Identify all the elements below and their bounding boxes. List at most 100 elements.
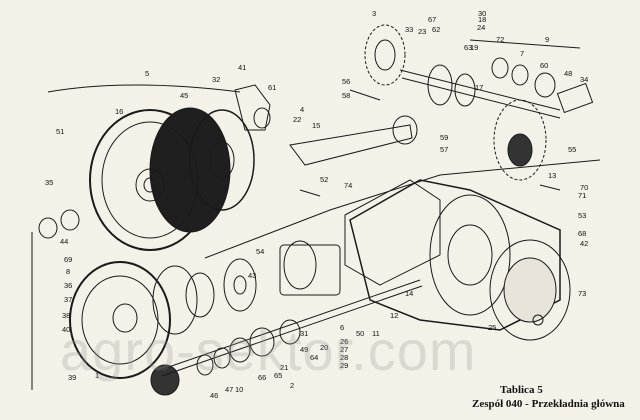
callout-2: 2	[290, 381, 294, 390]
callout-35: 35	[45, 178, 53, 187]
callout-39: 39	[68, 373, 76, 382]
flange-hub	[223, 240, 341, 312]
callout-36: 36	[64, 281, 72, 290]
callout-31: 31	[300, 329, 308, 338]
callout-16: 16	[115, 107, 123, 116]
callout-47: 47	[225, 385, 233, 394]
callout-32: 32	[212, 75, 220, 84]
caption-title: Tablica 5	[500, 384, 543, 396]
callout-4: 4	[300, 105, 304, 114]
callout-68: 68	[578, 229, 586, 238]
callout-48: 48	[564, 69, 572, 78]
callout-50: 50	[356, 329, 364, 338]
callout-40: 40	[62, 325, 70, 334]
callout-1: 1	[95, 371, 99, 380]
callout-51: 51	[56, 127, 64, 136]
lower-pulley	[69, 261, 215, 379]
callout-62: 62	[432, 25, 440, 34]
callout-46: 46	[210, 391, 218, 400]
callout-7: 7	[520, 49, 524, 58]
callout-25: 25	[488, 323, 496, 332]
callout-19: 19	[470, 43, 478, 52]
lever-arm	[289, 115, 418, 166]
callout-3: 3	[372, 9, 376, 18]
callout-9: 9	[545, 35, 549, 44]
callout-6: 6	[340, 323, 344, 332]
housing-body	[344, 179, 441, 286]
callout-52: 52	[320, 175, 328, 184]
callout-5: 5	[145, 69, 149, 78]
callout-27: 27	[340, 345, 348, 354]
callout-14: 14	[405, 289, 413, 298]
callout-67: 67	[428, 15, 436, 24]
bolt-53	[299, 189, 321, 197]
callout-73: 73	[578, 289, 586, 298]
callout-64: 64	[310, 353, 318, 362]
bolt-56	[349, 89, 381, 101]
callout-57: 57	[440, 145, 448, 154]
bracket-9	[469, 39, 581, 49]
callout-33: 33	[405, 25, 413, 34]
callout-44: 44	[60, 237, 68, 246]
bushings	[38, 209, 80, 239]
callout-43: 43	[248, 271, 256, 280]
callout-63: 63	[464, 43, 472, 52]
callout-42: 42	[580, 239, 588, 248]
callout-34: 34	[580, 75, 588, 84]
callout-69: 69	[64, 255, 72, 264]
callout-45: 45	[180, 91, 188, 100]
callout-15: 15	[312, 121, 320, 130]
watermark: agro-sektor.com	[60, 319, 477, 382]
pulley-drum	[89, 107, 231, 251]
main-shaft	[159, 279, 423, 377]
callout-22: 22	[293, 115, 301, 124]
callout-65: 65	[274, 371, 282, 380]
callout-26: 26	[340, 337, 348, 346]
bolt-70	[539, 184, 561, 191]
callout-74: 74	[344, 181, 352, 190]
callout-54: 54	[256, 247, 264, 256]
callout-55: 55	[568, 145, 576, 154]
callout-37: 37	[64, 295, 72, 304]
bracket-5	[47, 84, 241, 93]
brake-disc	[189, 109, 255, 211]
caption-subtitle: Zespół 040 - Przekładnia główna	[472, 398, 625, 410]
upper-sprocket	[364, 24, 561, 119]
bracket-2	[204, 159, 601, 259]
callout-21: 21	[280, 363, 288, 372]
callout-53: 53	[578, 211, 586, 220]
gear-housing	[349, 179, 571, 341]
bracket-41	[234, 84, 271, 131]
nut-73	[532, 314, 544, 326]
callout-58: 58	[342, 91, 350, 100]
callout-20: 20	[320, 343, 328, 352]
callout-66: 66	[258, 373, 266, 382]
callout-28: 28	[340, 353, 348, 362]
callout-11: 11	[372, 329, 380, 338]
callout-59: 59	[440, 133, 448, 142]
callout-8: 8	[66, 267, 70, 276]
callout-72: 72	[496, 35, 504, 44]
callout-23: 23	[418, 27, 426, 36]
callout-41: 41	[238, 63, 246, 72]
callout-56: 56	[342, 77, 350, 86]
right-sprocket	[493, 99, 547, 181]
callout-13: 13	[548, 171, 556, 180]
top-right-bearings	[491, 57, 594, 114]
callout-12: 12	[390, 311, 398, 320]
callout-38: 38	[62, 311, 70, 320]
callout-61: 61	[268, 83, 276, 92]
callout-10: 10	[235, 385, 243, 394]
callout-70: 70	[580, 183, 588, 192]
callout-49: 49	[300, 345, 308, 354]
callout-71: 71	[578, 191, 586, 200]
callout-30: 30	[478, 9, 486, 18]
callout-60: 60	[540, 61, 548, 70]
callout-24: 24	[477, 23, 485, 32]
callout-18: 18	[478, 15, 486, 24]
callout-29: 29	[340, 361, 348, 370]
callout-17: 17	[475, 83, 483, 92]
